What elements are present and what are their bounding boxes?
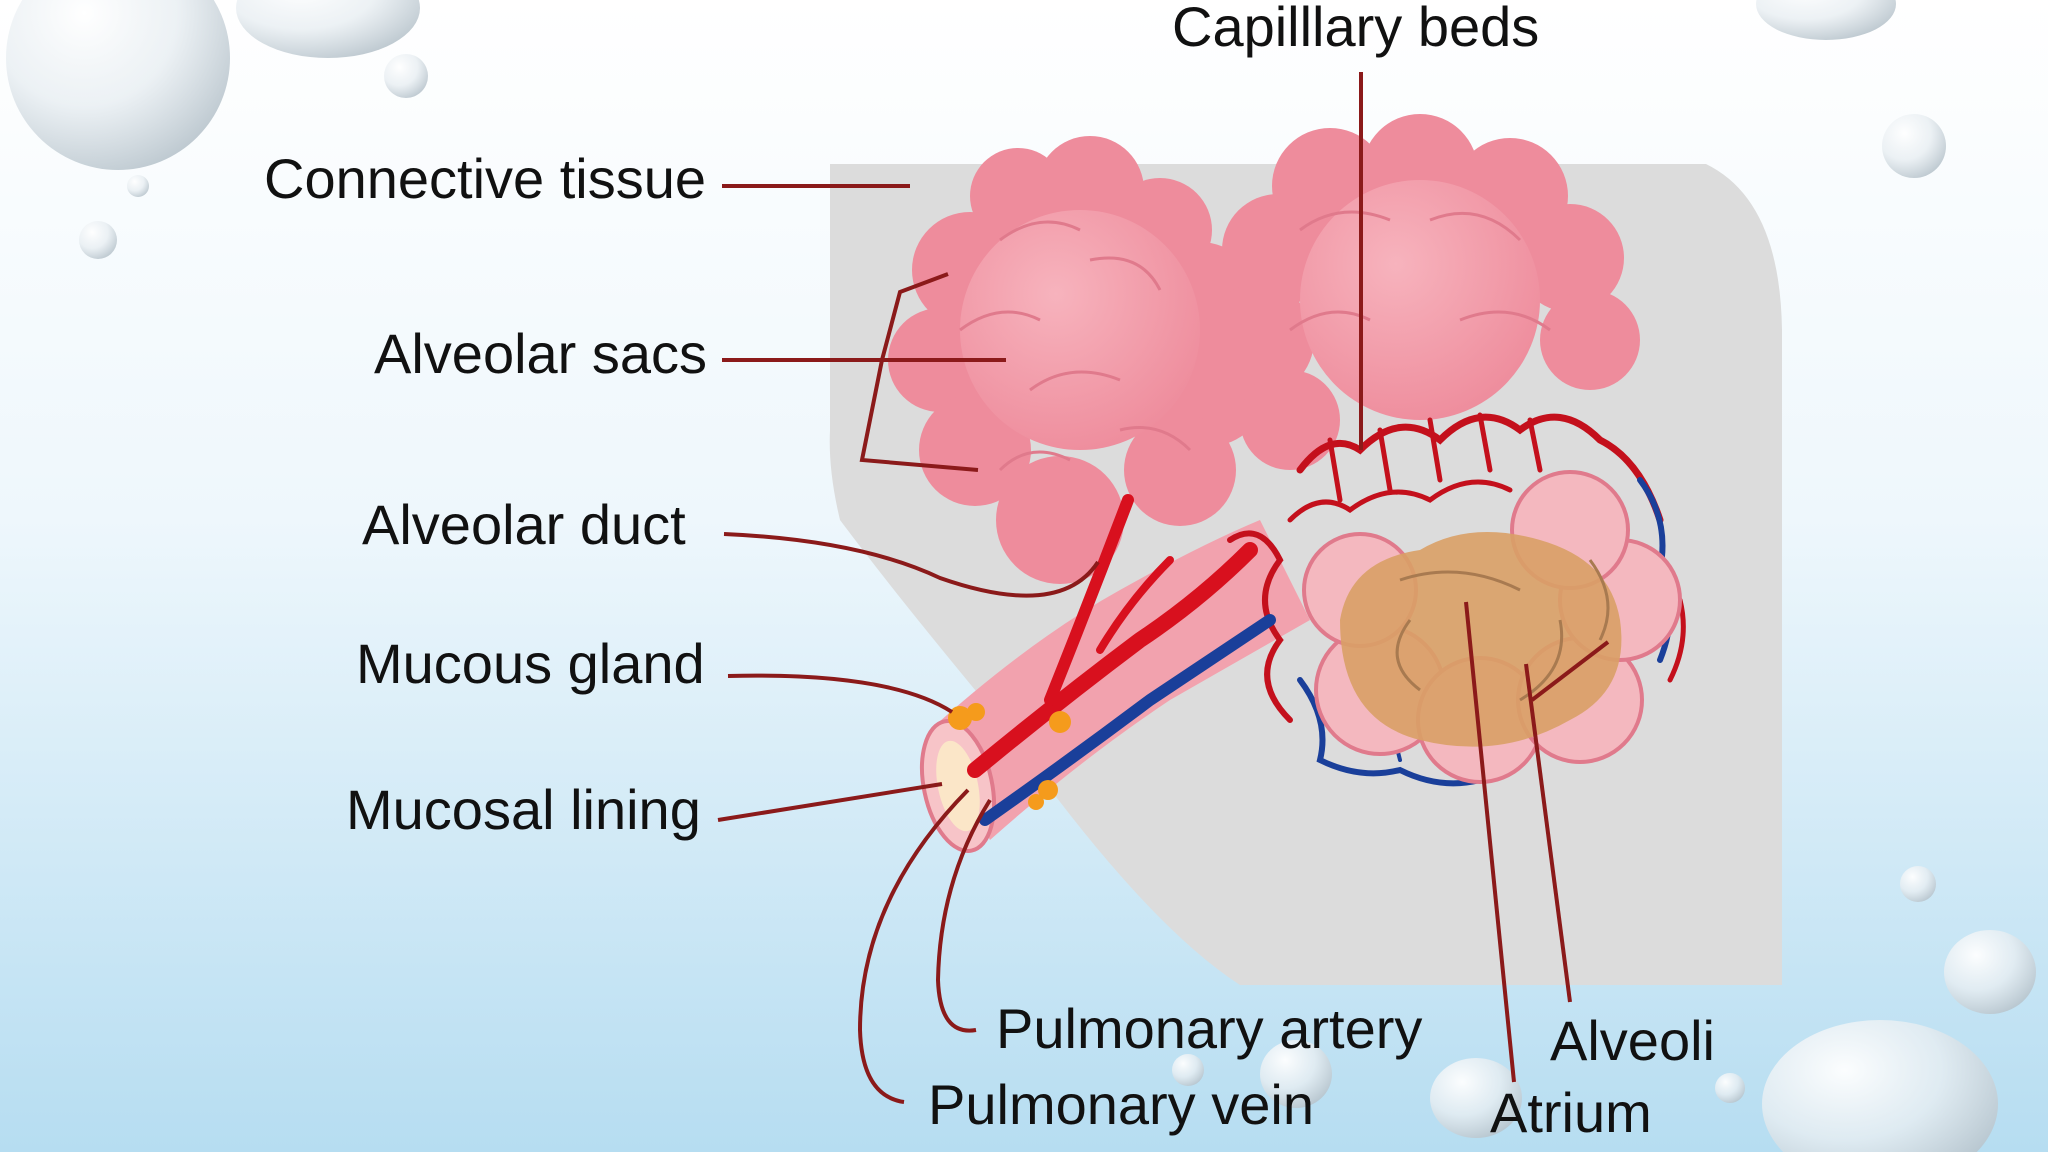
leader-pulmonary-artery — [935, 798, 992, 1033]
droplet-icon — [1882, 114, 1946, 178]
pulmonary-vein-vessel — [979, 614, 1276, 826]
bracket-alveolar-sacs — [859, 272, 979, 472]
droplet-icon — [1762, 1020, 1998, 1152]
pulmonary-vessels — [967, 494, 1276, 826]
label-atrium: Atrium — [1490, 1081, 1652, 1144]
leader-atrium — [1464, 601, 1516, 1083]
label-pulmonary-artery: Pulmonary artery — [996, 997, 1422, 1060]
leader-pulmonary-vein — [857, 788, 970, 1104]
label-pulmonary-vein: Pulmonary vein — [928, 1073, 1314, 1136]
label-capillary-beds: Capilllary beds — [1172, 0, 1539, 58]
leader-mucous-gland — [727, 673, 954, 714]
artery-branch — [1044, 494, 1134, 706]
droplet-icon — [384, 54, 428, 98]
mucous-glands — [948, 703, 1071, 810]
bronchiole-duct — [920, 520, 1310, 853]
label-mucosal-lining: Mucosal lining — [346, 778, 701, 841]
water-droplets — [6, 0, 2036, 1152]
leader-lines — [717, 72, 1610, 1104]
droplet-icon — [79, 221, 117, 259]
label-connective-tissue: Connective tissue — [264, 147, 706, 210]
droplet-icon — [1900, 866, 1936, 902]
droplet-icon — [1756, 0, 1896, 40]
droplet-icon — [6, 0, 230, 170]
droplet-icon — [236, 0, 420, 58]
leader-alveoli — [1524, 663, 1572, 1003]
leader-mucosal-lining — [717, 782, 943, 822]
label-mucous-gland: Mucous gland — [356, 632, 705, 695]
droplet-icon — [1944, 930, 2036, 1014]
droplet-icon — [1172, 1054, 1204, 1086]
leader-alveolar-duct — [723, 532, 1100, 598]
droplet-icon — [127, 175, 149, 197]
droplet-icon — [1260, 1040, 1332, 1108]
label-alveolar-duct: Alveolar duct — [362, 493, 686, 556]
label-alveoli: Alveoli — [1550, 1009, 1715, 1072]
pulmonary-artery-vessel — [967, 542, 1258, 778]
leader-alveoli-branch — [1530, 640, 1610, 702]
label-alveolar-sacs: Alveolar sacs — [374, 322, 707, 385]
droplet-icon — [1430, 1058, 1522, 1138]
droplet-icon — [1715, 1073, 1745, 1103]
atrium-cross-section — [1302, 470, 1682, 784]
